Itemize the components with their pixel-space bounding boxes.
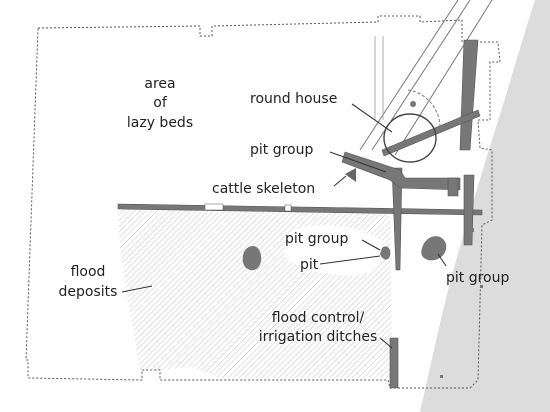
round-house-ring	[383, 113, 437, 163]
label-flood-line-1: flood	[71, 264, 106, 280]
north-south-ditch	[391, 167, 403, 271]
ditch-gap-2	[284, 204, 292, 212]
label-flood-control-line-2: irrigation ditches	[259, 329, 378, 345]
small-mark-2	[440, 375, 443, 378]
pit-group-east-feature	[421, 236, 447, 261]
excavation-boundary	[25, 15, 501, 389]
label-area-line-3: lazy beds	[127, 115, 193, 131]
pit-group-central-feature	[380, 246, 391, 260]
label-flood-control-line-1: flood control/	[272, 310, 365, 326]
leader-pit	[319, 255, 381, 265]
leader-pit-group-north	[329, 151, 387, 173]
label-pit-group-east: pit group	[446, 270, 509, 286]
label-area-line-2: of	[153, 95, 168, 111]
round-house-post	[410, 101, 416, 107]
ditch-gap	[204, 203, 224, 211]
label-round-house: round house	[250, 91, 337, 107]
label-area-line-1: area	[144, 76, 175, 92]
label-cattle-skeleton: cattle skeleton	[212, 181, 315, 197]
leader-cattle-skeleton	[333, 175, 347, 187]
label-flood-line-2: deposits	[59, 284, 118, 300]
label-pit-group-north: pit group	[250, 142, 313, 158]
leader-pit-group-central	[361, 239, 381, 251]
label-pit-group-central: pit group	[285, 231, 348, 247]
small-mark-3	[470, 228, 474, 232]
eastern-ditch-stub	[447, 177, 459, 197]
leader-flood-control	[379, 337, 393, 349]
river-band	[420, 0, 550, 412]
label-pit: pit	[300, 257, 319, 273]
round-house-ditch	[341, 151, 461, 191]
trackway-corner	[374, 36, 384, 120]
north-south-ditch-south	[389, 337, 399, 389]
diagonal-ditch	[381, 109, 481, 157]
round-house-inner-arc	[407, 89, 441, 129]
cattle-skeleton-marker	[345, 168, 356, 182]
leader-round-house	[351, 103, 393, 133]
leader-flood-deposits	[121, 285, 153, 293]
pit-area-clearing	[284, 225, 384, 276]
small-mark	[480, 285, 483, 288]
leader-pit-group-east	[437, 253, 447, 267]
pit-feature	[242, 246, 262, 271]
eastern-ditch-south	[463, 174, 475, 246]
eastern-ditch	[459, 39, 479, 151]
